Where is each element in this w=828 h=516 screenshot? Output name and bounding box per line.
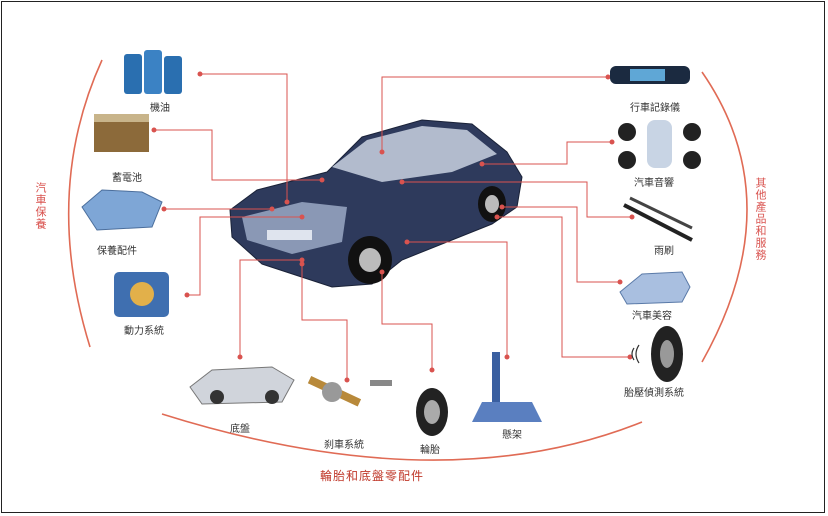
line-suspension <box>407 241 508 357</box>
label-beauty: 汽車美容 <box>632 311 672 322</box>
left-arc <box>67 59 103 348</box>
group-left-title: 汽車保養 <box>34 182 47 230</box>
tpms-icon <box>631 326 683 382</box>
battery-icon <box>94 114 149 152</box>
dashcam-icon <box>610 66 690 84</box>
line-oil <box>200 73 288 202</box>
line-recorder <box>381 76 608 152</box>
wiper-icon <box>623 196 693 242</box>
line-chassis <box>239 259 302 357</box>
label-oil: 機油 <box>150 103 170 114</box>
line-wiper <box>402 181 632 218</box>
line-brake <box>301 264 348 380</box>
car-beauty-icon <box>619 271 691 305</box>
line-audio <box>482 141 612 165</box>
bottom-arc <box>161 413 643 461</box>
brake-system-icon <box>307 375 392 407</box>
label-wiper: 雨刷 <box>654 246 674 257</box>
group-bottom-title: 輪胎和底盤零配件 <box>320 469 425 483</box>
label-audio: 汽車音響 <box>634 178 674 189</box>
label-tire: 輪胎 <box>420 445 440 456</box>
label-suspension: 懸架 <box>502 430 522 441</box>
label-recorder: 行車記錄儀 <box>630 103 680 114</box>
label-power: 動力系統 <box>124 326 164 337</box>
line-battery <box>154 129 322 181</box>
suspension-icon <box>472 352 542 422</box>
line-tire <box>381 272 433 370</box>
line-beauty <box>502 206 620 283</box>
car-audio-icon <box>618 120 701 169</box>
car-illustration <box>229 119 523 288</box>
maintenance-parts-icon <box>81 189 163 231</box>
label-tpms: 胎壓偵測系統 <box>624 388 684 399</box>
label-brake: 刹車系統 <box>324 440 364 451</box>
line-tpms <box>497 216 630 358</box>
power-system-icon <box>114 272 169 317</box>
label-chassis: 底盤 <box>230 424 250 435</box>
group-right-title: 其他產品和服務 <box>754 177 767 261</box>
right-arc <box>701 71 748 363</box>
label-battery: 蓄電池 <box>112 173 142 184</box>
chassis-icon <box>189 366 295 405</box>
tire-icon <box>416 388 448 436</box>
oil-icon <box>124 50 182 94</box>
label-maintenance: 保養配件 <box>97 246 137 257</box>
line-power <box>187 216 302 296</box>
